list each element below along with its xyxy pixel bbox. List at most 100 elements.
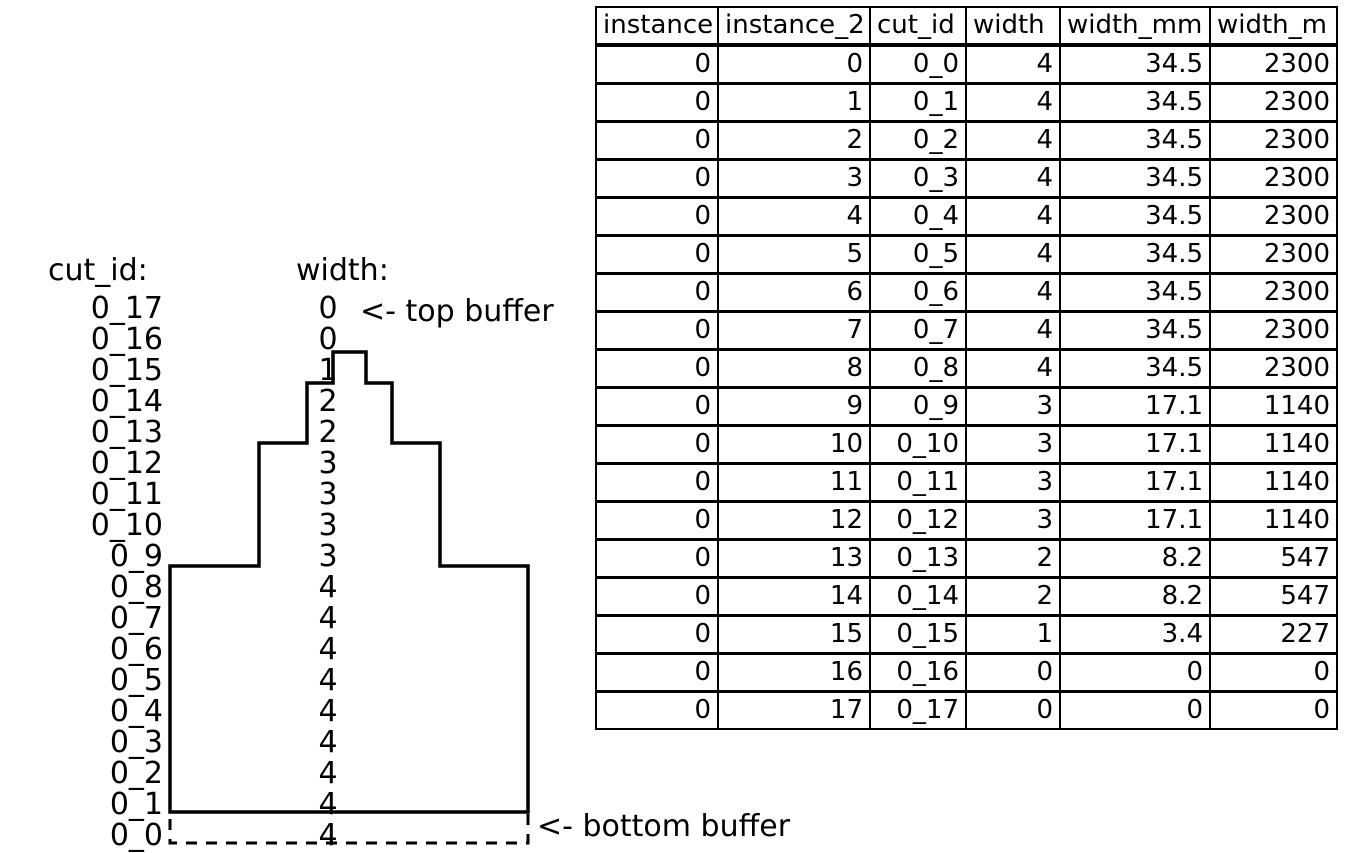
width-value: 3: [318, 539, 338, 574]
table-cell-instance_2: 5: [717, 234, 871, 275]
cut-id-label: 0_0: [109, 818, 163, 853]
bottom-buffer-dashed-box: [168, 810, 530, 845]
width-value: 2: [318, 384, 338, 419]
table-cell-width: 4: [965, 196, 1061, 237]
table-cell-width: 3: [965, 424, 1061, 465]
table-cell-cut_id: 0_12: [869, 500, 967, 541]
cut-id-label: 0_8: [109, 570, 163, 605]
table-cell-width_mm: 34.5: [1059, 158, 1211, 199]
width-value: 2: [318, 415, 338, 450]
staircase-diagram-panel: cut_id: width: 0_17 0_16 0_15 0_14 0_13 …: [0, 0, 790, 853]
cut-id-label: 0_1: [109, 787, 163, 822]
width-value: 3: [318, 446, 338, 481]
table-cell-width_m: 2300: [1209, 196, 1338, 237]
table-cell-width_mm: 34.5: [1059, 234, 1211, 275]
table-cell-width_m: 2300: [1209, 348, 1338, 389]
table-cell-cut_id: 0_3: [869, 158, 967, 199]
table-cell-instance_2: 8: [717, 348, 871, 389]
cut-id-label: 0_13: [90, 415, 163, 450]
table-cell-instance: 0: [595, 538, 719, 579]
table-cell-width_m: 227: [1209, 614, 1338, 655]
width-value: 4: [318, 787, 338, 822]
bottom-buffer-annotation: <- bottom buffer: [537, 809, 791, 844]
table-cell-width: 4: [965, 234, 1061, 275]
table-cell-width: 2: [965, 576, 1061, 617]
table-cell-width: 2: [965, 538, 1061, 579]
cut-id-label: 0_11: [90, 477, 163, 512]
table-cell-width_mm: 17.1: [1059, 424, 1211, 465]
table-cell-instance_2: 6: [717, 272, 871, 313]
table-cell-instance_2: 11: [717, 462, 871, 503]
table-cell-width_m: 1140: [1209, 462, 1338, 503]
table-cell-width_mm: 34.5: [1059, 272, 1211, 313]
table-cell-cut_id: 0_10: [869, 424, 967, 465]
cut-id-label: 0_2: [109, 756, 163, 791]
table-cell-width_mm: 17.1: [1059, 500, 1211, 541]
table-cell-width_m: 1140: [1209, 386, 1338, 427]
table-cell-instance: 0: [595, 158, 719, 199]
table-cell-cut_id: 0_6: [869, 272, 967, 313]
width-value: 4: [318, 694, 338, 729]
table-cell-instance: 0: [595, 82, 719, 123]
column-header-width-m: width_m: [1209, 6, 1338, 47]
width-value: 0: [318, 291, 338, 326]
table-cell-cut_id: 0_8: [869, 348, 967, 389]
table-cell-instance_2: 14: [717, 576, 871, 617]
table-cell-width_m: 2300: [1209, 43, 1338, 85]
width-value: 4: [318, 756, 338, 791]
table-cell-width: 4: [965, 43, 1061, 85]
table-cell-instance_2: 12: [717, 500, 871, 541]
table-cell-instance: 0: [595, 462, 719, 503]
table-cell-cut_id: 0_0: [869, 43, 967, 85]
column-header-instance-2: instance_2: [717, 6, 871, 47]
table-cell-instance_2: 17: [717, 690, 871, 730]
width-value: 0: [318, 322, 338, 357]
table-cell-width_mm: 34.5: [1059, 348, 1211, 389]
table-cell-width: 4: [965, 348, 1061, 389]
table-cell-cut_id: 0_7: [869, 310, 967, 351]
table-cell-cut_id: 0_16: [869, 652, 967, 693]
table-cell-cut_id: 0_14: [869, 576, 967, 617]
table-cell-instance: 0: [595, 500, 719, 541]
table-cell-width_mm: 17.1: [1059, 386, 1211, 427]
cut-id-label: 0_15: [90, 353, 163, 388]
table-cell-width_mm: 0: [1059, 652, 1211, 693]
cuts-data-table: instance instance_2 cut_id width width_m…: [595, 6, 1338, 730]
width-value: 4: [318, 663, 338, 698]
width-value: 4: [318, 632, 338, 667]
table-cell-instance: 0: [595, 234, 719, 275]
table-cell-instance_2: 4: [717, 196, 871, 237]
cut-id-label: 0_7: [109, 601, 163, 636]
table-cell-cut_id: 0_11: [869, 462, 967, 503]
table-cell-width: 1: [965, 614, 1061, 655]
cuts-data-table-container: instance instance_2 cut_id width width_m…: [595, 6, 1340, 730]
cut-id-label: 0_9: [109, 539, 163, 574]
table-cell-width: 4: [965, 158, 1061, 199]
table-cell-instance: 0: [595, 652, 719, 693]
table-cell-width_m: 2300: [1209, 234, 1338, 275]
table-cell-width_m: 2300: [1209, 120, 1338, 161]
cut-id-label: 0_16: [90, 322, 163, 357]
table-cell-width_mm: 8.2: [1059, 576, 1211, 617]
cut-id-column-heading: cut_id:: [48, 253, 148, 288]
table-cell-width_m: 547: [1209, 576, 1338, 617]
table-cell-instance: 0: [595, 310, 719, 351]
table-cell-cut_id: 0_17: [869, 690, 967, 730]
table-cell-width_mm: 0: [1059, 690, 1211, 730]
table-cell-instance: 0: [595, 424, 719, 465]
table-cell-width_mm: 34.5: [1059, 120, 1211, 161]
cut-id-label: 0_5: [109, 663, 163, 698]
table-cell-cut_id: 0_2: [869, 120, 967, 161]
table-cell-instance_2: 2: [717, 120, 871, 161]
table-cell-width_mm: 34.5: [1059, 43, 1211, 85]
column-header-cut-id: cut_id: [869, 6, 967, 47]
width-value: 4: [318, 570, 338, 605]
